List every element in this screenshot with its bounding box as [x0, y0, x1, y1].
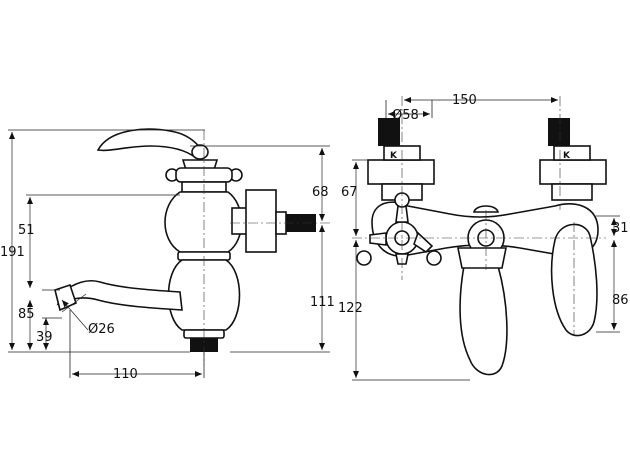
dim-31: 31 — [612, 221, 629, 236]
spout-lever-neck — [457, 247, 507, 269]
spout-lever — [459, 265, 508, 376]
lever-handle — [96, 128, 204, 160]
cross-ball-left — [356, 250, 372, 266]
upper-body — [164, 191, 243, 253]
left-flange — [367, 159, 435, 185]
dim-51: 51 — [18, 223, 35, 238]
right-k-mark: K — [563, 151, 571, 161]
spout — [56, 279, 183, 311]
dim-67: 67 — [341, 185, 358, 200]
base-nut — [190, 338, 218, 352]
right-eccentric-nut — [553, 145, 591, 161]
dim-line-d26 — [61, 299, 89, 331]
right-flange — [539, 159, 607, 185]
dim-d58: Ø58 — [392, 108, 419, 123]
dim-150: 150 — [452, 93, 477, 108]
dim-d26: Ø26 — [88, 322, 115, 337]
front-view: K K — [338, 93, 629, 381]
connector-thread — [286, 214, 316, 232]
connector-flange — [245, 189, 277, 253]
spout-nozzle — [54, 283, 77, 312]
side-view: 191 51 85 39 Ø26 110 68 111 — [0, 128, 335, 382]
dim-110: 110 — [113, 367, 138, 382]
dim-68: 68 — [312, 185, 329, 200]
dim-86: 86 — [612, 293, 629, 308]
cap-knob — [191, 144, 209, 160]
diverter-top — [472, 205, 500, 213]
dim-122: 122 — [338, 301, 363, 316]
right-thread — [548, 118, 570, 146]
dim-39: 39 — [36, 330, 53, 345]
cross-arm-left — [369, 232, 387, 246]
cross-ball-right — [426, 250, 442, 266]
dim-85: 85 — [18, 307, 35, 322]
left-k-mark: K — [390, 151, 398, 161]
dim-111: 111 — [310, 295, 335, 310]
cross-arm-right — [413, 231, 434, 254]
left-thread — [378, 118, 400, 146]
right-eccentric-hex — [551, 183, 593, 201]
dim-line-d26-b — [61, 293, 87, 313]
dim-191: 191 — [0, 245, 25, 260]
